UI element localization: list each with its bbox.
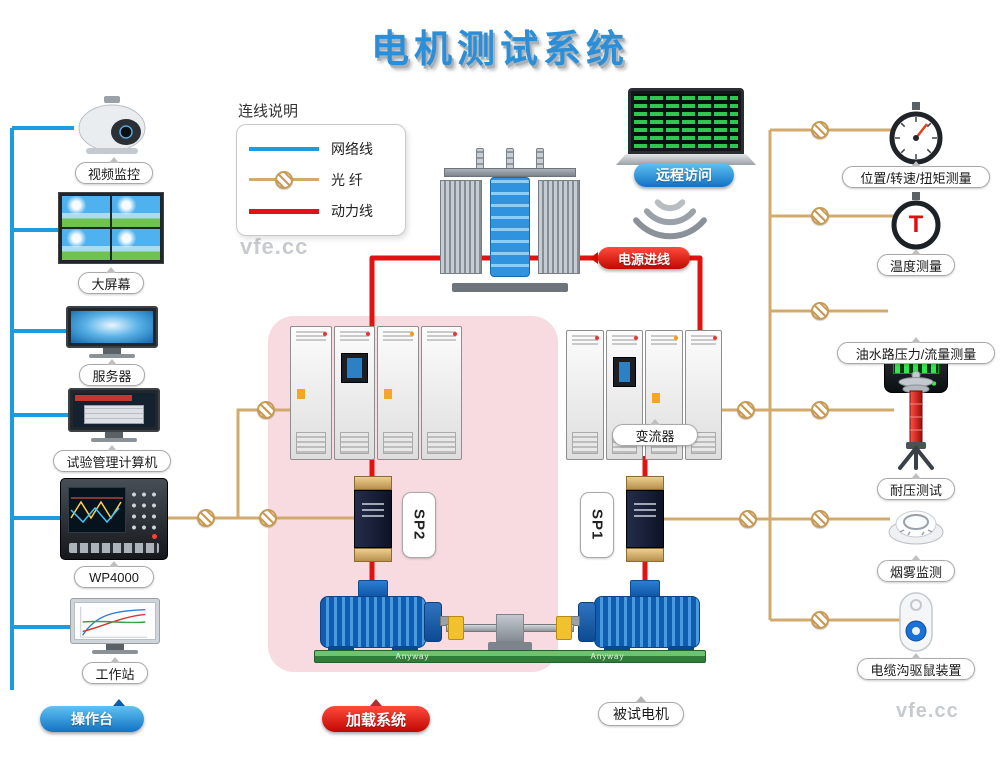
tested-motor-badge: 被试电机	[598, 696, 684, 726]
network-line-sample	[249, 146, 319, 151]
transformer-icon	[440, 142, 580, 292]
video-camera-icon	[70, 96, 158, 158]
legend-item-fiber: 光 纤	[249, 165, 393, 195]
server-icon	[66, 306, 158, 360]
fiber-connector-icon	[811, 611, 829, 629]
wp4000-analyzer-icon	[60, 478, 168, 560]
remote-laptop-icon	[616, 88, 756, 174]
legend-item-power: 动力线	[249, 196, 393, 226]
fiber-connector-icon	[811, 207, 829, 225]
label-video-surveillance: 视频监控	[75, 157, 153, 184]
power-inlet-badge: 电源进线	[590, 247, 690, 269]
sp1-label: SP1	[580, 492, 614, 558]
wifi-signal-icon	[633, 199, 707, 240]
fiber-connector-icon	[811, 510, 829, 528]
loading-motor-icon	[316, 580, 450, 660]
fiber-connector-icon	[257, 401, 275, 419]
power-line-sample	[249, 208, 319, 214]
label-hipot-test: 耐压测试	[877, 473, 955, 500]
legend-item-network: 网络线	[249, 134, 393, 164]
fiber-connector-icon	[275, 170, 293, 189]
legend-label: 光 纤	[331, 171, 363, 188]
motor-base-rail: Anyway Anyway	[314, 650, 706, 663]
watermark: vfe.cc	[240, 234, 309, 259]
console-badge: 操作台	[40, 699, 144, 732]
sp1-torque-sensor-icon	[626, 476, 664, 562]
torque-speed-gauge-icon	[886, 102, 946, 166]
loading-system-badge: 加载系统	[322, 699, 430, 732]
hipot-tester-icon	[890, 370, 942, 472]
tested-motor-icon	[570, 580, 704, 660]
label-converter: 变流器	[612, 419, 698, 446]
sp2-label: SP2	[402, 492, 436, 558]
fiber-connector-icon	[737, 401, 755, 419]
label-oil-water-pressure-flow: 油水路压力/流量测量	[837, 337, 995, 364]
fiber-connector-icon	[811, 121, 829, 139]
network-lines	[10, 126, 74, 690]
fiber-connector-icon	[811, 401, 829, 419]
fiber-connector-icon	[259, 509, 277, 527]
watermark: vfe.cc	[896, 700, 959, 722]
label-smoke-monitoring: 烟雾监测	[877, 555, 955, 582]
fiber-connector-icon	[197, 509, 215, 527]
label-cable-trench-rat-repeller: 电缆沟驱鼠装置	[857, 653, 975, 680]
label-workstation: 工作站	[82, 657, 148, 684]
label-test-management-computer: 试验管理计算机	[53, 445, 171, 472]
smoke-detector-icon	[886, 498, 946, 546]
loading-cabinets-icon	[290, 326, 462, 460]
shaft-coupling-icon	[446, 608, 574, 660]
big-screen-icon	[58, 192, 164, 264]
label-server: 服务器	[79, 359, 145, 386]
fiber-connector-icon	[739, 510, 757, 528]
workstation-icon	[70, 598, 160, 656]
label-position-speed-torque: 位置/转速/扭矩测量	[842, 161, 990, 188]
legend-title: 连线说明	[238, 103, 299, 120]
rat-repeller-icon	[893, 591, 939, 655]
legend: 网络线 光 纤 动力线	[236, 124, 406, 236]
test-management-computer-icon	[68, 388, 160, 444]
legend-label: 网络线	[331, 140, 373, 157]
page-title: 电机测试系统	[370, 29, 629, 71]
sp2-torque-sensor-icon	[354, 476, 392, 562]
remote-access-badge: 远程访问	[634, 163, 734, 187]
label-wp4000: WP4000	[74, 561, 154, 588]
label-big-screen: 大屏幕	[78, 267, 144, 294]
legend-label: 动力线	[331, 203, 373, 220]
label-temperature: 温度测量	[877, 249, 955, 276]
temperature-gauge-icon: T	[888, 192, 944, 252]
fiber-connector-icon	[811, 302, 829, 320]
